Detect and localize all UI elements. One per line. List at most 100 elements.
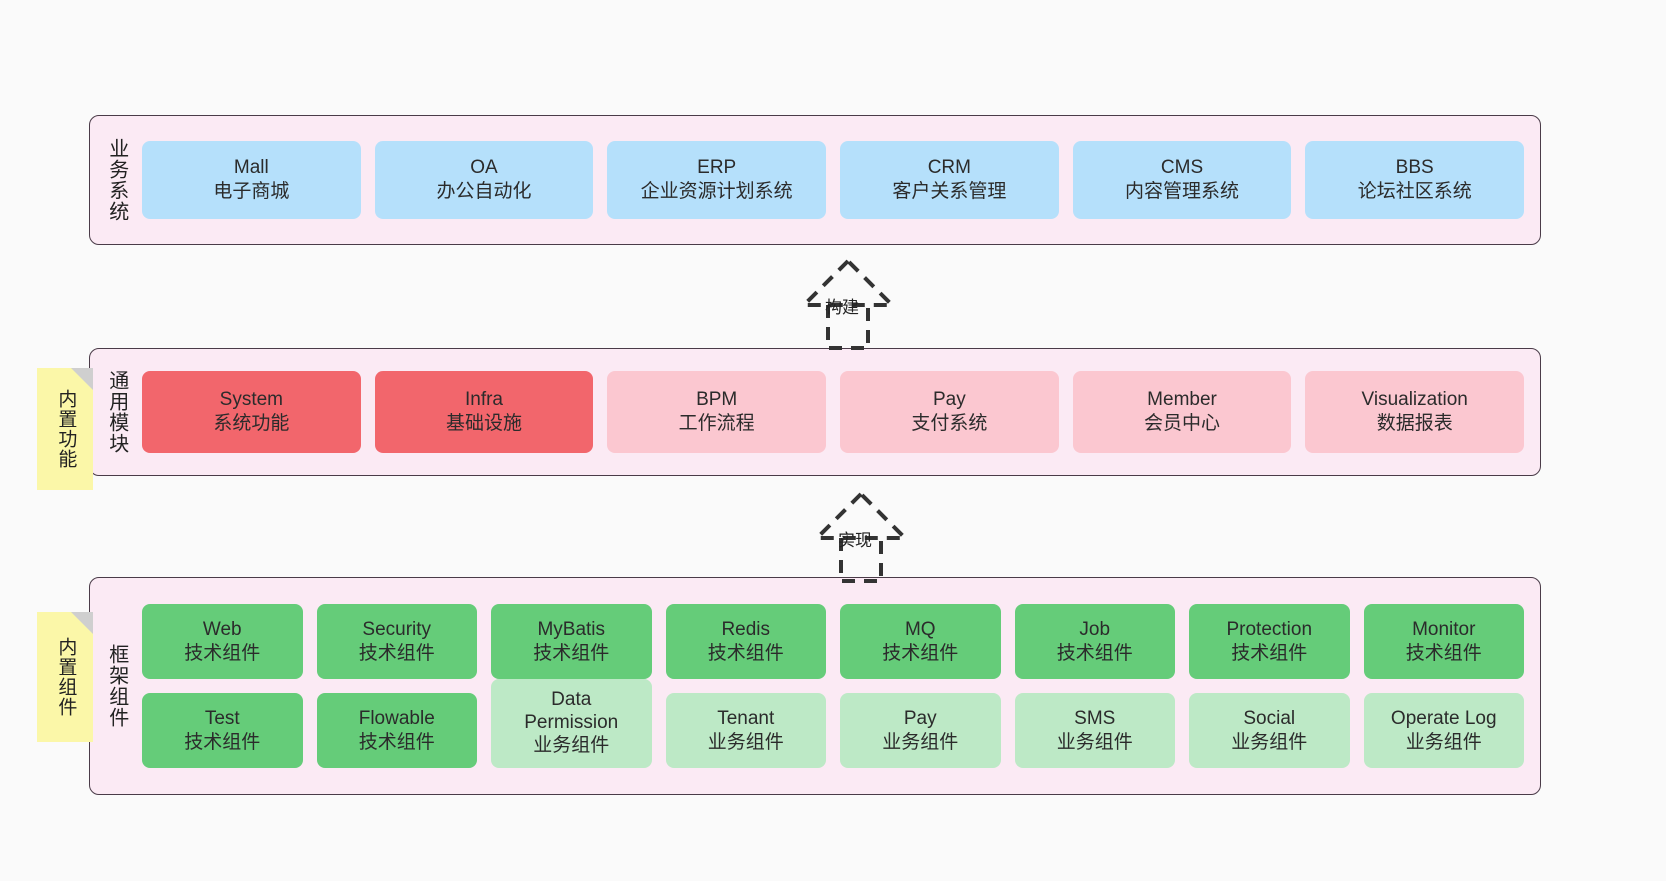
card-subtitle: 技术组件 [184,731,261,753]
layer-caption-general-module: 通用模块 [105,370,128,454]
card-subtitle: 业务组件 [1056,731,1133,753]
card-title: Social [1243,707,1296,729]
card-title: OA [470,157,498,179]
layer-body-business-system: Mall 电子商城 OA 办公自动化 ERP 企业资源计划系统 CRM 客户关系… [142,116,1540,244]
card-subtitle: 业务组件 [1231,731,1308,753]
card-operate-log[interactable]: Operate Log 业务组件 [1363,693,1524,768]
card-subtitle: 技术组件 [882,642,959,664]
card-subtitle: 业务组件 [1405,731,1482,753]
note-label: 内置功能 [55,389,77,469]
card-subtitle: 技术组件 [1405,642,1482,664]
layer-framework-component[interactable]: 框架组件 Web 技术组件 Security 技术组件 MyBatis 技术组件… [89,577,1541,795]
card-row: Mall 电子商城 OA 办公自动化 ERP 企业资源计划系统 CRM 客户关系… [142,141,1525,219]
card-tenant[interactable]: Tenant 业务组件 [665,693,826,768]
card-redis[interactable]: Redis 技术组件 [665,604,826,679]
card-subtitle: 论坛社区系统 [1357,181,1472,202]
layer-business-system[interactable]: 业务系统 Mall 电子商城 OA 办公自动化 ERP 企业资源计划系统 CRM… [89,115,1541,245]
note-fold-icon [71,368,93,390]
card-bbs[interactable]: BBS 论坛社区系统 [1305,141,1525,219]
card-title: Pay [932,389,966,411]
card-system[interactable]: System 系统功能 [142,371,361,453]
card-infra[interactable]: Infra 基础设施 [374,371,594,453]
card-crm[interactable]: CRM 客户关系管理 [840,141,1059,219]
card-erp[interactable]: ERP 企业资源计划系统 [607,141,827,219]
card-job[interactable]: Job 技术组件 [1014,604,1175,679]
card-subtitle: 技术组件 [184,642,261,664]
card-test[interactable]: Test 技术组件 [142,693,303,768]
layer-caption-framework-component: 框架组件 [105,644,128,728]
card-title: Mall [233,157,269,179]
card-row-business: Test 技术组件 Flowable 技术组件 Data Permission … [142,679,1524,768]
card-mq[interactable]: MQ 技术组件 [840,604,1001,679]
card-subtitle: 技术组件 [707,642,784,664]
card-title: Visualization [1361,389,1468,411]
card-subtitle: 业务组件 [707,731,784,753]
card-title: Protection [1226,618,1313,640]
card-subtitle: 数据报表 [1376,413,1453,434]
card-oa[interactable]: OA 办公自动化 [374,141,594,219]
card-subtitle: 技术组件 [358,731,435,753]
card-bpm[interactable]: BPM 工作流程 [607,371,827,453]
card-subtitle: 电子商城 [213,181,290,202]
card-security[interactable]: Security 技术组件 [316,604,477,679]
card-title: CRM [927,157,971,179]
layer-body-general-module: System 系统功能 Infra 基础设施 BPM 工作流程 Pay 支付系统… [142,349,1540,475]
layer-general-module[interactable]: 通用模块 System 系统功能 Infra 基础设施 BPM 工作流程 Pay… [89,348,1541,476]
card-subtitle: 技术组件 [358,642,435,664]
card-title: Tenant [717,707,775,729]
card-monitor[interactable]: Monitor 技术组件 [1363,604,1524,679]
card-subtitle: 业务组件 [882,731,959,753]
card-title: Redis [721,618,771,640]
note-builtin-component[interactable]: 内置组件 [37,612,93,742]
note-label: 内置组件 [55,637,77,717]
card-pay[interactable]: Pay 支付系统 [840,371,1059,453]
card-title: BBS [1395,157,1434,179]
card-title: Security [362,618,432,640]
card-title: Data Permission [524,688,619,733]
card-social[interactable]: Social 业务组件 [1189,693,1350,768]
card-subtitle: 业务组件 [533,735,610,757]
note-fold-icon [71,612,93,634]
layer-body-framework-component: Web 技术组件 Security 技术组件 MyBatis 技术组件 Redi… [142,578,1540,794]
card-title: Flowable [358,707,435,729]
card-subtitle: 企业资源计划系统 [640,181,793,202]
card-row: System 系统功能 Infra 基础设施 BPM 工作流程 Pay 支付系统… [142,371,1525,453]
card-title: ERP [697,157,737,179]
card-subtitle: 办公自动化 [436,181,532,202]
card-subtitle: 基础设施 [446,413,523,434]
card-title: System [219,389,284,411]
card-subtitle: 技术组件 [1231,642,1308,664]
card-subtitle: 系统功能 [213,413,290,434]
card-title: BPM [696,389,738,411]
card-cms[interactable]: CMS 内容管理系统 [1072,141,1292,219]
card-sms[interactable]: SMS 业务组件 [1014,693,1175,768]
card-flowable[interactable]: Flowable 技术组件 [316,693,477,768]
card-member[interactable]: Member 会员中心 [1072,371,1292,453]
connector-realize: 实现 [808,488,928,583]
card-visualization[interactable]: Visualization 数据报表 [1305,371,1525,453]
note-builtin-function[interactable]: 内置功能 [37,368,93,490]
card-title: Pay [903,707,937,729]
layer-caption-business-system: 业务系统 [105,138,128,222]
connector-build-shape [799,258,897,350]
card-mybatis[interactable]: MyBatis 技术组件 [491,604,652,679]
card-title: Monitor [1412,618,1476,640]
card-title: MQ [904,618,936,640]
card-subtitle: 客户关系管理 [892,181,1007,202]
card-title: MyBatis [537,618,606,640]
connector-realize-label: 实现 [838,531,872,550]
card-data-permission[interactable]: Data Permission 业务组件 [491,679,652,768]
card-subtitle: 会员中心 [1144,413,1221,434]
connector-build: 构建 [795,255,915,350]
card-mall[interactable]: Mall 电子商城 [142,141,361,219]
card-pay-business[interactable]: Pay 业务组件 [840,693,1001,768]
card-row-technical: Web 技术组件 Security 技术组件 MyBatis 技术组件 Redi… [142,604,1524,679]
card-title: SMS [1074,707,1116,729]
card-subtitle: 内容管理系统 [1125,181,1240,202]
card-protection[interactable]: Protection 技术组件 [1189,604,1350,679]
connector-build-label: 构建 [825,298,859,317]
card-title: CMS [1160,157,1204,179]
card-web[interactable]: Web 技术组件 [142,604,303,679]
card-subtitle: 工作流程 [678,413,755,434]
